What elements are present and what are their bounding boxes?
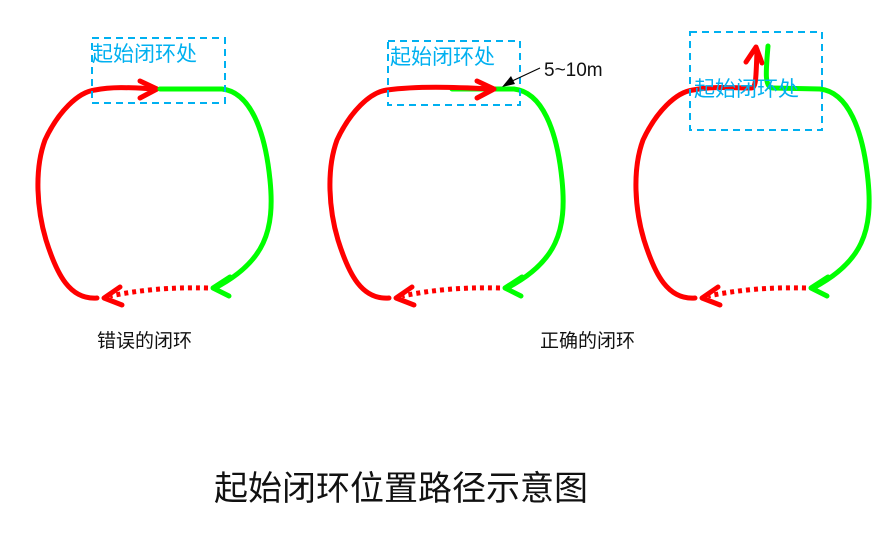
correct-loop-caption: 正确的闭环	[540, 330, 636, 352]
start-closure-box	[689, 31, 823, 131]
wrong-loop-caption: 错误的闭环	[97, 330, 193, 352]
start-closure-label: 起始闭环处	[390, 45, 495, 69]
correct-loop-1	[330, 40, 563, 305]
start-closure-label: 起始闭环处	[92, 42, 197, 66]
start-closure-label: 起始闭环处	[694, 77, 799, 101]
distance-arrow	[502, 76, 515, 87]
diagram-title: 起始闭环位置路径示意图	[214, 469, 588, 509]
start-closure-box	[387, 40, 521, 106]
start-closure-box	[91, 37, 226, 104]
distance-label: 5~10m	[544, 60, 603, 81]
correct-loop-2	[636, 31, 869, 305]
wrong-loop	[38, 37, 271, 305]
